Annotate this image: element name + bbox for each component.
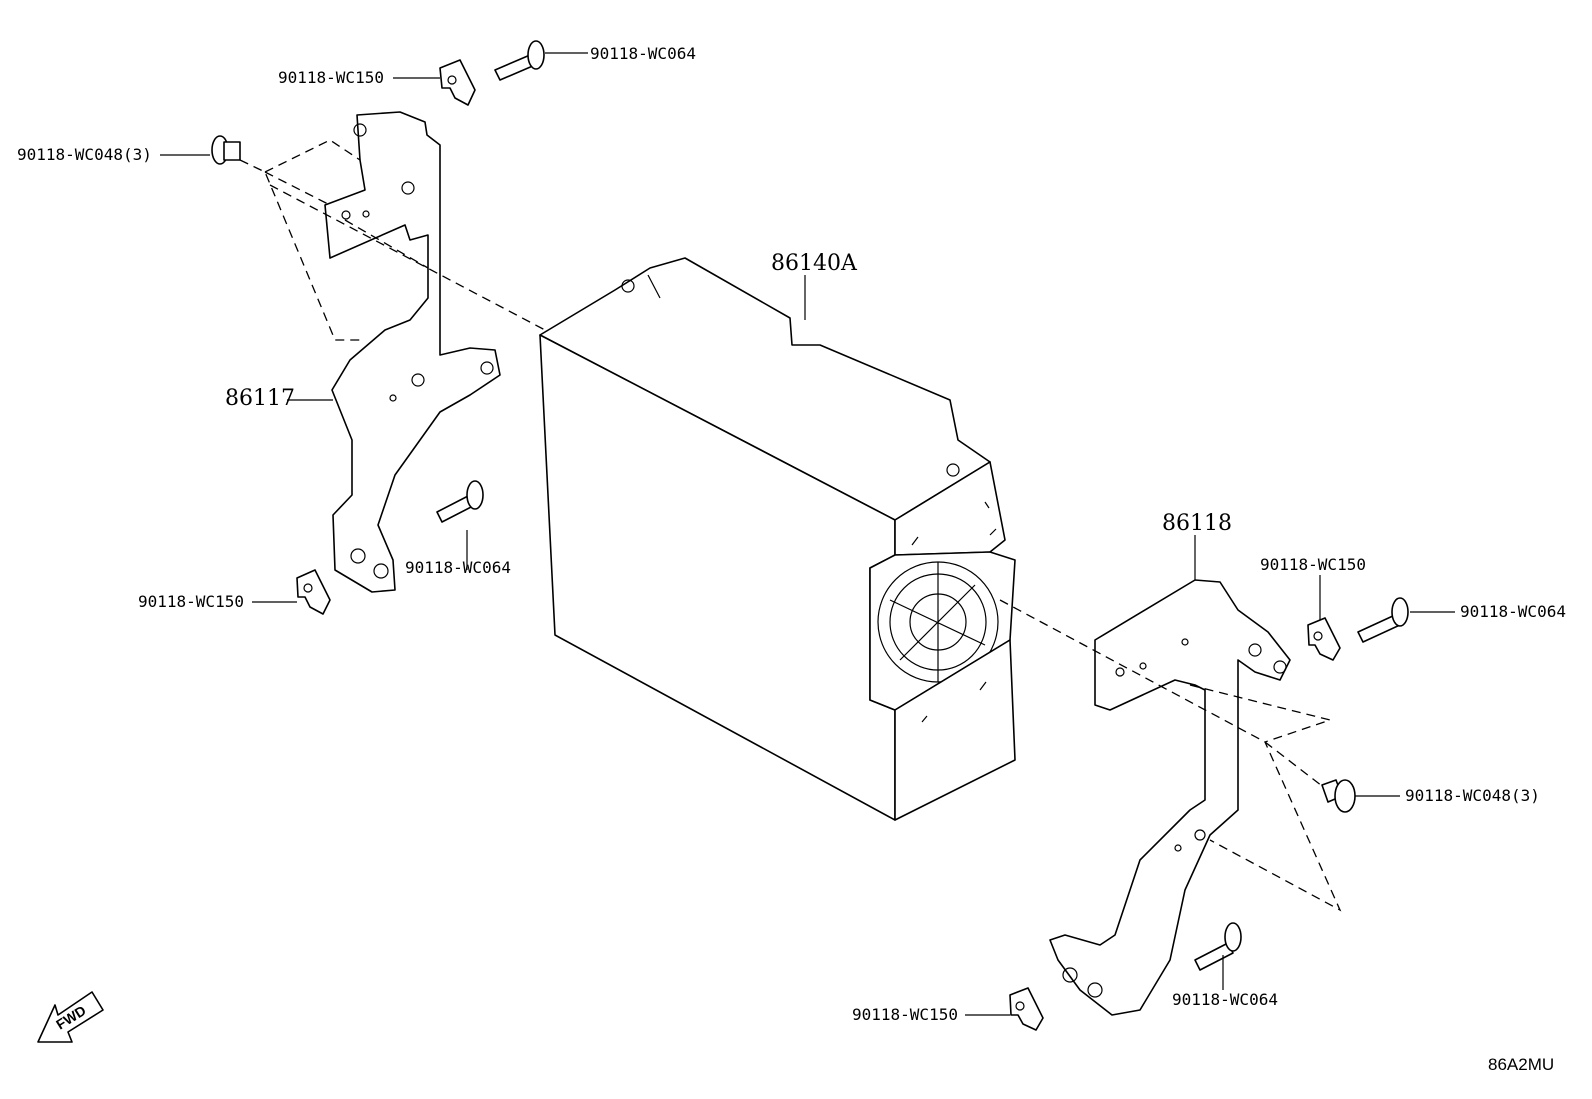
callout-bl-nut: 90118-WC150 [138,592,244,611]
callout-br-bolt: 90118-WC064 [1172,990,1278,1009]
callout-tl-screw: 90118-WC048(3) [17,145,152,164]
label-86140A: 86140A [771,251,858,276]
diagram-code: 86A2MU [1488,1055,1554,1074]
clip-nut-right [1307,617,1341,661]
callout-tl-bolt: 90118-WC064 [590,44,696,63]
clip-nut-bottom-left [296,569,331,615]
callout-rm-screw: 90118-WC048(3) [1405,786,1540,805]
callout-bc-nut: 90118-WC150 [852,1005,958,1024]
label-86118: 86118 [1162,511,1232,536]
screw-top-left [211,135,241,165]
callout-rt-bolt: 90118-WC064 [1460,602,1566,621]
bracket-86118 [1049,579,1291,1016]
fwd-arrow: FWD [37,991,104,1043]
bolt-right [1357,597,1409,643]
bolt-bottom-right [1194,922,1242,971]
screw-right [1321,779,1356,813]
assembly-lines-right [999,599,1342,912]
callout-leaders [160,52,1455,1016]
bracket-86117 [324,111,501,593]
callout-ml-bolt: 90118-WC064 [405,558,511,577]
bolt-top [494,40,545,81]
label-86117: 86117 [225,386,295,411]
callout-rt-nut: 90118-WC150 [1260,555,1366,574]
bolt-middle-left [436,480,484,523]
control-unit-86140A [539,257,1016,821]
callout-tl-nut: 90118-WC150 [278,68,384,87]
assembly-lines-left [239,139,546,341]
clip-nut-bottom-center [1009,987,1044,1031]
clip-nut-top-left [439,59,476,106]
